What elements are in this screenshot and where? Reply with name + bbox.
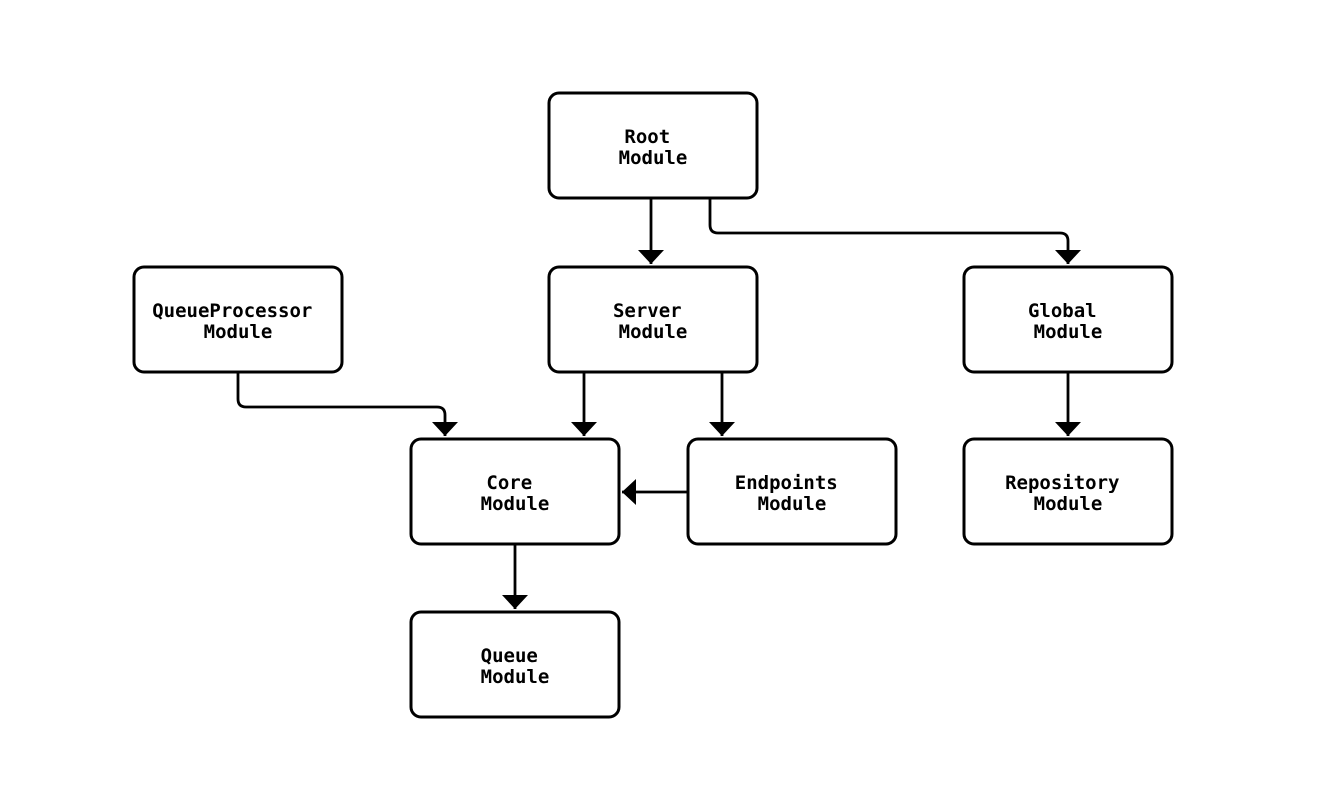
endpoints-module-label: Endpoints Module	[735, 472, 849, 515]
queueprocessor-module-box	[132, 265, 344, 374]
root-module-box	[547, 91, 759, 200]
node-global-module: Global Module	[962, 265, 1174, 374]
edge-root-to-global	[708, 198, 1081, 264]
node-server-module: Server Module	[547, 265, 759, 374]
root-module-label: Root Module	[619, 126, 688, 169]
queue-module-label: Queue Module	[481, 645, 550, 688]
node-endpoints-module: Endpoints Module	[686, 437, 898, 546]
queue-module-box	[409, 610, 621, 719]
server-module-box	[547, 265, 759, 374]
endpoints-module-box	[686, 437, 898, 546]
node-queue-module: Queue Module	[409, 610, 621, 719]
node-queueprocessor-module: QueueProcessor Module	[132, 265, 344, 374]
edge-queueprocessor-to-core	[236, 372, 458, 436]
server-module-label: Server Module	[613, 300, 693, 343]
node-repository-module: Repository Module	[962, 437, 1174, 546]
core-module-box	[409, 437, 621, 546]
core-module-label: Core Module	[481, 472, 550, 515]
node-root-module: Root Module	[547, 91, 759, 200]
global-module-label: Global Module	[1028, 300, 1108, 343]
node-core-module: Core Module	[409, 437, 621, 546]
repository-module-label: Repository Module	[1005, 472, 1131, 515]
repository-module-box	[962, 437, 1174, 546]
global-module-box	[962, 265, 1174, 374]
queueprocessor-module-label: QueueProcessor Module	[152, 300, 324, 343]
